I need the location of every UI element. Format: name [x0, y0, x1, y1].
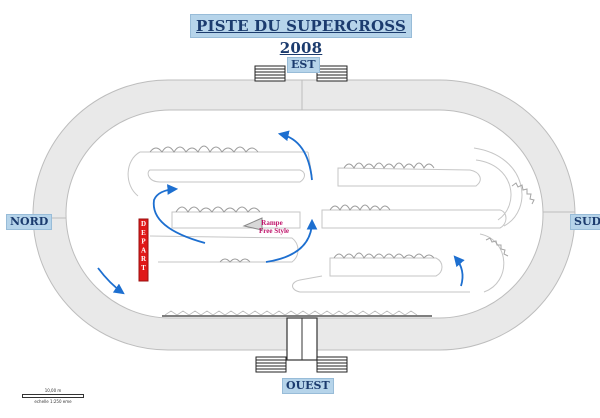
- grandstand-east-right: [316, 65, 348, 82]
- lane-lower-right: [329, 257, 443, 277]
- bottom-straight-jumps: [164, 310, 418, 316]
- direction-label-south: SUD: [570, 214, 600, 230]
- grandstand-west-right: [316, 356, 348, 373]
- jumps-upper-right: [343, 162, 435, 169]
- scale-ratio-label: echelle 1:250 eme: [34, 399, 72, 404]
- infield: [65, 109, 544, 319]
- grandstand-east-left: [254, 65, 286, 82]
- direction-label-east: EST: [287, 57, 320, 73]
- ramp-label-line1: Rampe: [261, 219, 282, 227]
- scale-bar: 10,00 m echelle 1:250 eme: [22, 388, 84, 406]
- page-title: PISTE DU SUPERCROSS 2008: [190, 14, 412, 57]
- lane-middle-right: [321, 209, 507, 229]
- right-curve-bumps: [511, 182, 535, 205]
- arrow-middle-right: [265, 218, 318, 263]
- direction-label-north: NORD: [6, 214, 53, 230]
- ramp-label-line2: Free Style: [259, 227, 289, 235]
- arrow-start-left: [97, 267, 125, 295]
- freestyle-ramp: [242, 217, 263, 231]
- jumps-lower-right: [333, 252, 435, 259]
- direction-label-west: OUEST: [282, 378, 334, 394]
- jumps-lower-left: [219, 258, 251, 263]
- grandstand-west-left: [255, 356, 287, 373]
- lane-middle-left: [171, 211, 301, 229]
- jumps-middle-right: [329, 204, 391, 211]
- lane-upper-right: [337, 167, 481, 187]
- scale-bar-graphic: [22, 394, 84, 398]
- lane-lower-return: [292, 275, 470, 293]
- lane-right-hairpin: [475, 159, 512, 221]
- jumps-middle-left: [175, 206, 261, 213]
- scale-distance-label: 10,00 m: [44, 388, 62, 393]
- jumps-upper-left: [149, 145, 259, 153]
- lane-right-hairpin-outer: [473, 147, 523, 227]
- lane-upper-left-inner: [147, 169, 305, 183]
- lane-lower-hairpin: [479, 233, 505, 293]
- start-box: [138, 218, 149, 282]
- arrow-right: [453, 255, 465, 287]
- arrow-left-loop: [152, 184, 206, 244]
- arrow-top-center: [277, 130, 313, 181]
- right-lower-curve-bumps: [485, 237, 509, 257]
